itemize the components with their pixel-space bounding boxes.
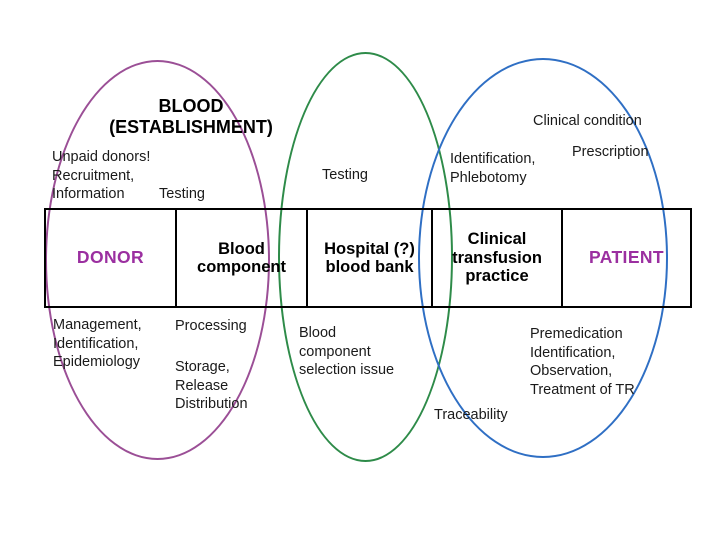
box-patient: PATIENT [588,247,665,268]
annotation-testing-blood-bank: Testing [322,167,368,183]
annotation-clinical-condition: Clinical condition [533,113,642,129]
title-blood-establishment: BLOOD (ESTABLISHMENT) [109,96,273,137]
annotation-traceability: Traceability [434,407,508,423]
box-blood-component: Blood component [177,210,308,306]
box-donor: DONOR [46,210,177,306]
annotation-storage-release-distribution: Storage, Release Distribution [175,359,248,413]
annotation-prescription: Prescription [572,144,649,160]
annotation-premedication: Premedication Identification, Observatio… [530,326,635,398]
process-chain-row: DONOR Blood component Hospital (?) blood… [44,208,692,308]
box-clinical-transfusion-practice: Clinical transfusion practice [433,210,563,306]
ellipse-clinical-transfusion [418,58,668,458]
annotation-blood-component-selection: Blood component selection issue [299,325,395,379]
ellipse-blood-establishment [45,60,270,460]
annotation-management: Management, Identification, Epidemiology [53,317,142,371]
annotation-identification-phlebotomy: Identification, Phlebotomy [450,151,536,186]
annotation-processing: Processing [175,318,247,334]
annotation-testing-donor: Testing [159,186,205,202]
box-hospital-blood-bank: Hospital (?) blood bank [308,210,433,306]
annotation-unpaid-donors: Unpaid donors! Recruitment, Information [52,149,151,203]
